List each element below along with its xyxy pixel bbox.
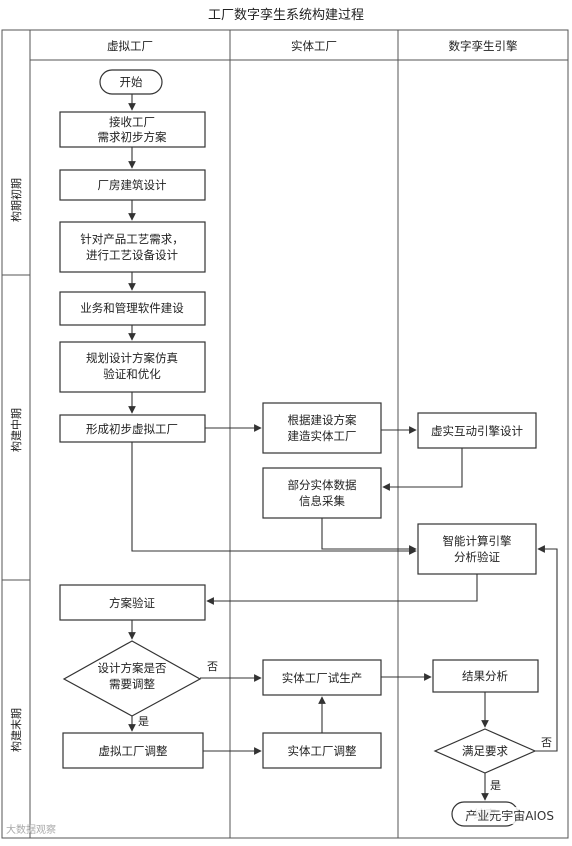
node-plan-validation (59, 584, 206, 621)
edge-label-no-2: 否 (541, 736, 552, 749)
phase-label-early: 构期初期 (9, 178, 23, 222)
node-data-collection-line1: 部分实体数据 (288, 478, 357, 492)
decision-adjust-plan-line1: 设计方案是否 (98, 661, 167, 675)
swimlane-grid (1, 29, 569, 839)
node-simulation-validation-line1: 规划设计方案仿真 (86, 351, 178, 365)
node-simulation-validation-line2: 验证和优化 (103, 367, 161, 381)
node-physical-adjust (262, 732, 382, 769)
edge-label-yes-1: 是 (138, 715, 149, 728)
start-terminal (99, 69, 163, 95)
node-plan-validation-label: 方案验证 (109, 596, 155, 610)
node-building-design-label: 厂房建筑设计 (98, 178, 167, 192)
node-receive-requirements-line1: 接收工厂 (109, 115, 155, 129)
decision-meets-requirements-label: 满足要求 (462, 744, 508, 758)
node-initial-virtual-factory-label: 形成初步虚拟工厂 (86, 422, 178, 436)
node-interaction-engine-design-label: 虚实互动引擎设计 (431, 424, 523, 438)
watermark-brand: 产业元宇宙AIOS (461, 807, 558, 824)
node-initial-virtual-factory (59, 414, 206, 443)
node-software-build-label: 业务和管理软件建设 (80, 301, 184, 315)
node-building-design (59, 169, 206, 201)
node-intelligent-engine-line1: 智能计算引擎 (443, 534, 512, 548)
node-trial-production (262, 659, 382, 696)
node-data-collection-line2: 信息采集 (299, 494, 345, 508)
watermark-source: 大数据观察 (6, 825, 56, 836)
edge-n9-to-n10 (321, 518, 417, 553)
node-build-physical-factory-line1: 根据建设方案 (288, 413, 357, 427)
page-title: 工厂数字孪生系统构建过程 (207, 8, 364, 23)
node-build-physical-factory (262, 402, 382, 454)
node-virtual-adjust (62, 732, 204, 769)
node-physical-adjust-label: 实体工厂调整 (288, 744, 357, 758)
node-receive-requirements-line2: 需求初步方案 (98, 130, 167, 144)
node-receive-requirements (59, 111, 206, 148)
node-equipment-design-line2: 进行工艺设备设计 (86, 248, 178, 262)
edge-label-yes-2: 是 (490, 779, 501, 792)
edge-d2-no-to-n10 (535, 545, 558, 752)
phase-label-late: 构建末期 (9, 708, 23, 752)
node-intelligent-engine (417, 523, 537, 575)
node-intelligent-engine-line2: 分析验证 (454, 550, 500, 564)
node-simulation-validation (59, 341, 206, 393)
node-build-physical-factory-line2: 建造实体工厂 (288, 429, 357, 443)
node-equipment-design (59, 221, 206, 273)
lane-header-physical: 实体工厂 (291, 39, 337, 53)
phase-label-middle: 构建中期 (9, 408, 23, 452)
edge-label-no-1: 否 (207, 660, 218, 673)
node-result-analysis-label: 结果分析 (462, 669, 508, 683)
lane-header-engine: 数字孪生引擎 (449, 39, 518, 53)
edge-n6-to-n10 (131, 442, 417, 555)
node-equipment-design-line1: 针对产品工艺需求， (80, 232, 184, 246)
node-virtual-adjust-label: 虚拟工厂调整 (99, 744, 168, 758)
decision-adjust-plan-line2: 需要调整 (109, 677, 155, 691)
node-trial-production-label: 实体工厂试生产 (282, 671, 363, 685)
edge-n8-to-n9 (382, 448, 463, 491)
node-data-collection (262, 467, 382, 519)
lane-header-virtual: 虚拟工厂 (107, 39, 153, 53)
node-interaction-engine-design (417, 412, 537, 449)
node-software-build (59, 291, 206, 326)
edge-n10-to-n11 (206, 574, 478, 605)
start-label: 开始 (120, 75, 143, 89)
